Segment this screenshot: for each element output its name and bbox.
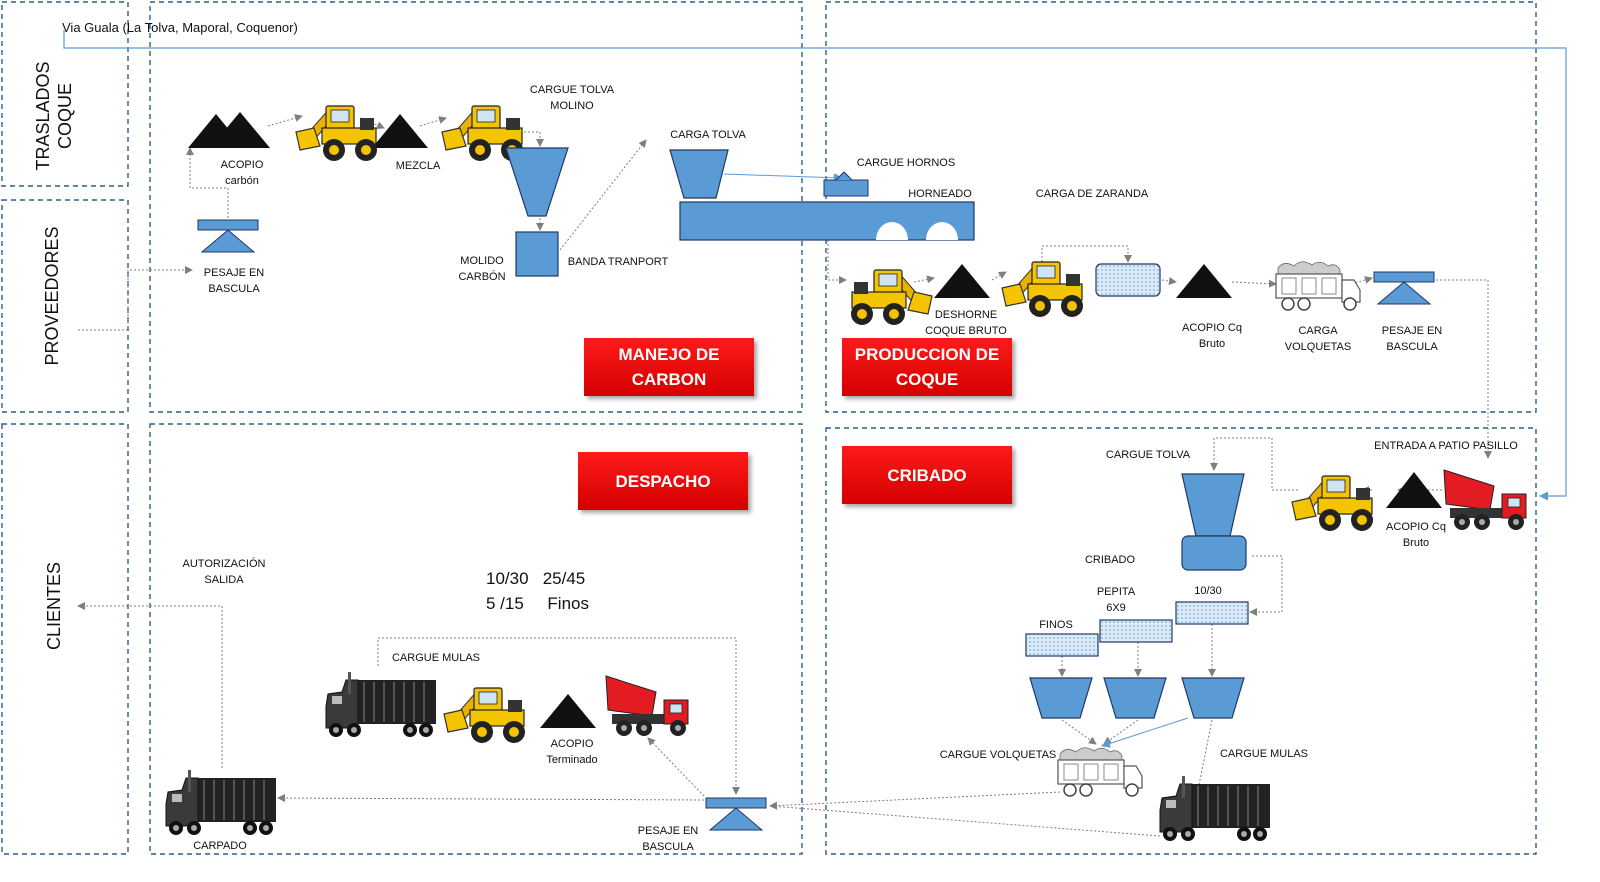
label-molido-carbon: MOLIDO CARBÓN [458, 255, 506, 283]
label-banda-transport: BANDA TRANPORT [567, 256, 669, 268]
bin-1030 [1181, 677, 1245, 719]
route-label: Via Guala (La Tolva, Maporal, Coquenor) [62, 20, 298, 35]
label-cargue-mulas-1: CARGUE MULAS [1219, 748, 1309, 760]
label-mezcla: MEZCLA [395, 160, 441, 172]
label-pesaje-bascula-1: PESAJE EN BASCULA [203, 267, 265, 295]
coke-pile-acopio-1 [1176, 264, 1232, 298]
label-finos: FINOS [1039, 619, 1073, 631]
label-horneado: HORNEADO [908, 188, 972, 200]
semi-truck-icon-1 [325, 671, 437, 738]
loader-icon-1 [295, 105, 378, 162]
semi-truck-icon-3 [1159, 775, 1271, 842]
screen-finos [1025, 633, 1099, 657]
loader-icon-5 [1291, 475, 1374, 532]
mill-hopper [505, 147, 569, 277]
coke-pile-acopio-2 [1386, 472, 1442, 508]
scale-icon-2 [1373, 271, 1435, 305]
crusher [1181, 473, 1247, 571]
coke-pile-deshorne [934, 264, 990, 298]
bin-finos [1029, 677, 1093, 719]
label-carga-tolva: CARGA TOLVA [670, 129, 746, 141]
flow-arrows [63, 30, 1567, 837]
dump-truck-icon-2 [605, 675, 689, 737]
label-acopio-cq-bruto-2: ACOPIO Cq Bruto [1386, 521, 1446, 549]
label-pesaje-bascula-2: PESAJE EN BASCULA [1381, 325, 1443, 353]
lane-clientes: CLIENTES [44, 561, 64, 651]
loader-icon-3 [851, 270, 932, 325]
coal-pile-mezcla [372, 114, 428, 148]
label-carga-volquetas: CARGA VOLQUETAS [1284, 325, 1352, 353]
label-acopio-terminado: ACOPIO Terminado [546, 738, 598, 766]
lane-proveedores: PROVEEDORES [42, 226, 62, 366]
zaranda-screen [1095, 263, 1161, 297]
coke-pile-terminado [540, 694, 596, 728]
label-entrada-patio: ENTRADA A PATIO PASILLO [1374, 440, 1518, 452]
product-grades-line-1: 10/30 25/45 [486, 569, 586, 588]
label-cargue-tolva-molino: CARGUE TOLVA MOLINO [529, 84, 615, 112]
lane-traslados-coque: TRASLADOS COQUE [33, 61, 75, 171]
semi-truck-icon-2 [165, 769, 277, 836]
section-banner-produccion: PRODUCCION DE COQUE [842, 338, 1012, 396]
volqueta-icon-2 [1057, 746, 1143, 797]
screen-pepita [1099, 619, 1173, 643]
oven-hopper [669, 149, 729, 199]
label-carpado: CARPADO [193, 840, 247, 852]
scale-icon-1 [197, 219, 259, 253]
label-cargue-tolva: CARGUE TOLVA [1105, 449, 1191, 461]
label-acopio-carbon: ACOPIO carbón [220, 159, 264, 187]
loader-icon-6 [443, 687, 526, 744]
coal-pile-acopio [188, 112, 270, 148]
volqueta-icon-1 [1275, 260, 1361, 311]
section-banner-manejo: MANEJO DE CARBON [584, 338, 754, 396]
label-deshorne: DESHORNE COQUE BRUTO [925, 309, 1007, 337]
label-pepita: PEPITA 6X9 [1096, 586, 1136, 614]
coke-oven [679, 171, 975, 241]
section-banner-cribado: CRIBADO [842, 446, 1012, 504]
label-pesaje-bascula-3: PESAJE EN BASCULA [637, 825, 699, 853]
label-carga-zaranda: CARGA DE ZARANDA [1035, 188, 1149, 200]
product-grades-line-2: 5 /15 Finos [486, 594, 589, 613]
scale-icon-3 [705, 797, 767, 831]
label-autorizacion-salida: AUTORIZACIÓN SALIDA [182, 558, 266, 586]
label-cribado: CRIBADO [1084, 554, 1136, 566]
label-acopio-cq-bruto-1: ACOPIO Cq Bruto [1182, 322, 1242, 350]
dump-truck-icon-1 [1443, 469, 1527, 531]
label-cargue-mulas-2: CARGUE MULAS [391, 652, 481, 664]
label-cargue-hornos: CARGUE HORNOS [856, 157, 956, 169]
loader-icon-4 [1001, 261, 1084, 318]
label-grade-1030: 10/30 [1194, 585, 1222, 597]
bin-pepita [1103, 677, 1167, 719]
screen-1030 [1175, 601, 1249, 625]
section-banner-despacho: DESPACHO [578, 452, 748, 510]
label-cargue-volquetas: CARGUE VOLQUETAS [939, 749, 1057, 761]
